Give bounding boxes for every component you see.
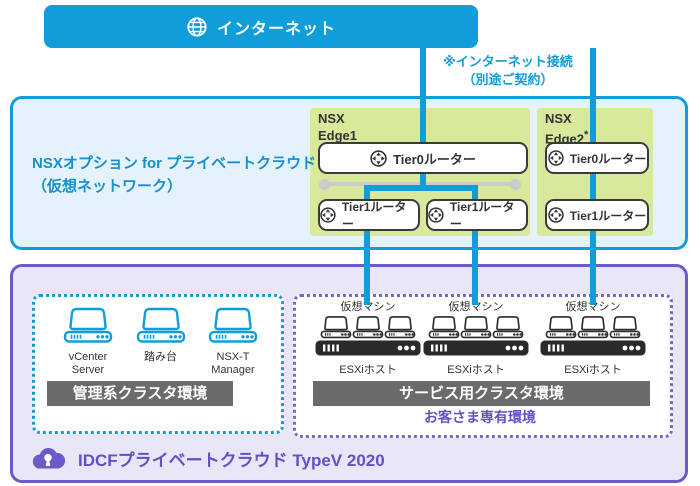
vm-icon	[320, 316, 352, 339]
vm-icon	[384, 316, 416, 339]
esxi-host-icon	[540, 340, 646, 356]
vm-label: 仮想マシン	[565, 301, 621, 313]
service-cluster-bar: サービス用クラスタ環境	[313, 381, 650, 406]
cloud-lock-icon	[32, 447, 66, 469]
esxi-host-label: ESXiホスト	[447, 364, 505, 377]
edge2-asterisk: *	[584, 128, 589, 141]
vm-icon	[577, 316, 609, 339]
vm-icon	[352, 316, 384, 339]
esxi-host-icon	[315, 340, 421, 356]
nsx-edge1-name: NSX Edge1	[318, 111, 357, 145]
edge1-name-line1: NSX	[318, 111, 345, 126]
note-line2: （別途ご契約）	[462, 72, 554, 88]
server-icon	[136, 307, 185, 343]
line-tier0-stub	[420, 170, 426, 189]
nsx-title-line2: （仮想ネットワーク）	[32, 178, 183, 196]
private-cloud-title: IDCFプライベートクラウド TypeV 2020	[78, 450, 385, 470]
edge1-tier1-router-right: Tier1ルーター	[426, 199, 528, 231]
server-icon	[63, 307, 113, 343]
esxi-host-label: ESXiホスト	[564, 364, 622, 377]
vm-icon	[492, 316, 524, 339]
router-icon	[428, 207, 444, 223]
vm-icon-row	[313, 315, 423, 339]
private-cloud-title-row: IDCFプライベートクラウド TypeV 2020	[28, 444, 385, 472]
internet-bar: インターネット	[44, 5, 478, 48]
esxi-host-group-1: 仮想マシン ESXiホスト	[313, 301, 423, 377]
line-tier1-connector	[364, 185, 478, 191]
edge1-tier0-router: Tier0ルーター	[318, 142, 528, 174]
esxi-host-icon	[423, 340, 529, 356]
esxi-host-group-2: 仮想マシン ESXiホスト	[421, 301, 531, 377]
esxi-host-group-3: 仮想マシン ESXiホスト	[538, 301, 648, 377]
edge1-tier1-left-label: Tier1ルーター	[341, 200, 407, 231]
server-nsxt-manager: NSX-T Manager	[198, 306, 268, 377]
server-vcenter-label: vCenter Server	[68, 351, 108, 377]
server-bastion: 踏み台	[126, 306, 196, 377]
edge1-tier1-right-label: Tier1ルーター	[449, 200, 515, 231]
server-bastion-label: 踏み台	[144, 351, 177, 363]
vm-icon	[460, 316, 492, 339]
edge1-tier1-router-left: Tier1ルーター	[318, 199, 420, 231]
router-icon	[370, 149, 387, 167]
vm-icon-row	[421, 315, 531, 339]
line-internet-to-edge2	[590, 48, 596, 305]
nsx-option-title: NSXオプション for プライベートクラウド （仮想ネットワーク）	[32, 152, 322, 199]
vm-icon	[545, 316, 577, 339]
line-tier1-right	[472, 185, 478, 305]
router-icon	[548, 150, 564, 166]
management-server-row: vCenter Server 踏み台	[53, 306, 268, 377]
globe-icon	[187, 16, 207, 37]
router-icon	[320, 207, 336, 223]
edge2-tier0-router: Tier0ルーター	[545, 142, 649, 174]
esxi-host-label: ESXiホスト	[339, 364, 397, 377]
edge2-tier1-label: Tier1ルーター	[569, 208, 647, 223]
edge2-tier0-label: Tier0ルーター	[569, 151, 647, 166]
server-icon	[208, 307, 258, 343]
internet-label: インターネット	[216, 20, 336, 38]
edge1-tier0-label: Tier0ルーター	[393, 151, 476, 167]
server-nsxt-label: NSX-T Manager	[211, 351, 255, 377]
line-tier1-left	[364, 185, 370, 305]
vm-label: 仮想マシン	[448, 301, 504, 313]
management-cluster-bar: 管理系クラスタ環境	[47, 381, 233, 406]
vm-icon	[609, 316, 641, 339]
server-vcenter: vCenter Server	[53, 306, 123, 377]
vm-icon-row	[538, 315, 648, 339]
edge2-tier1-router: Tier1ルーター	[545, 199, 649, 231]
router-icon	[548, 207, 564, 223]
edge2-name-line1: NSX	[545, 111, 572, 126]
vm-label: 仮想マシン	[340, 301, 396, 313]
nsx-title-line1: NSXオプション for プライベートクラウド	[32, 155, 317, 172]
line-internet-to-edge1	[420, 48, 426, 143]
note-line1: ※インターネット接続	[443, 54, 573, 69]
vm-icon	[428, 316, 460, 339]
edge1-name-line2: Edge1	[318, 127, 358, 143]
dedicated-environment-label: お客さま専有環境	[424, 409, 536, 425]
internet-connection-note: ※インターネット接続 （別途ご契約）	[428, 53, 588, 89]
